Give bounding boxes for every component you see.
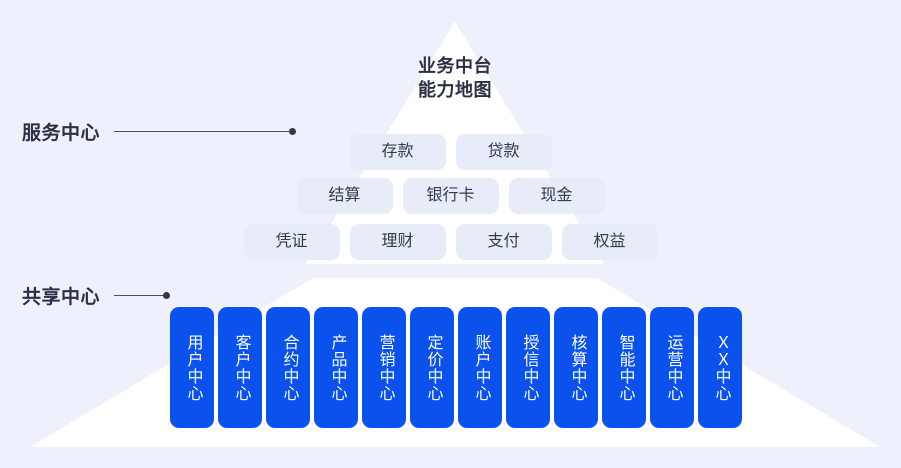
- shared-card-pricing[interactable]: 定价中心: [410, 307, 454, 428]
- shared-card-label: 营销中心: [376, 333, 394, 402]
- shared-card-intelligence[interactable]: 智能中心: [602, 307, 646, 428]
- title-line-2: 能力地图: [418, 80, 492, 100]
- shared-card-credit[interactable]: 授信中心: [506, 307, 550, 428]
- shared-card-label: 授信中心: [520, 333, 538, 402]
- leader-dot-icon: [163, 291, 171, 299]
- shared-card-product[interactable]: 产品中心: [314, 307, 358, 428]
- service-pill-licai[interactable]: 理财: [349, 224, 446, 260]
- shared-card-label: 账户中心: [472, 333, 490, 402]
- shared-card-label: 用户中心: [184, 333, 202, 402]
- shared-card-xx[interactable]: ＸＸ中心: [698, 307, 742, 428]
- shared-card-customer[interactable]: 客户中心: [218, 307, 262, 428]
- shared-center-card-list: 用户中心 客户中心 合约中心 产品中心 营销中心 定价中心 账户中心 授信中心 …: [170, 307, 742, 428]
- service-pill-xianjin[interactable]: 现金: [508, 178, 605, 214]
- shared-card-label: 核算中心: [568, 333, 586, 402]
- title-line-1: 业务中台: [418, 56, 492, 76]
- shared-card-label: 运营中心: [664, 333, 682, 402]
- annotation-service-label: 服务中心: [22, 122, 101, 144]
- shared-card-label: 产品中心: [328, 333, 346, 402]
- service-pill-quanyi[interactable]: 权益: [561, 224, 658, 260]
- service-pill-pingzheng[interactable]: 凭证: [243, 224, 340, 260]
- service-row-1: 存款 贷款: [0, 134, 901, 170]
- annotation-shared-center: 共享中心: [22, 283, 171, 308]
- service-row-2: 结算 银行卡 现金: [0, 178, 901, 214]
- service-pill-daikuan[interactable]: 贷款: [455, 134, 552, 170]
- service-pill-jiesuan[interactable]: 结算: [296, 178, 393, 214]
- service-pill-yinhangka[interactable]: 银行卡: [402, 178, 499, 214]
- shared-card-contract[interactable]: 合约中心: [266, 307, 310, 428]
- page-title: 业务中台 能力地图: [418, 54, 492, 102]
- shared-card-operations[interactable]: 运营中心: [650, 307, 694, 428]
- leader-dot-icon: [289, 127, 297, 135]
- service-pill-zhifu[interactable]: 支付: [455, 224, 552, 260]
- shared-card-account[interactable]: 账户中心: [458, 307, 502, 428]
- service-pill-cunkuan[interactable]: 存款: [349, 134, 446, 170]
- shared-card-user[interactable]: 用户中心: [170, 307, 214, 428]
- leader-line: [114, 294, 165, 296]
- leader-line: [114, 130, 291, 132]
- shared-card-label: 客户中心: [232, 333, 250, 402]
- shared-card-label: ＸＸ中心: [712, 333, 730, 402]
- shared-card-label: 定价中心: [424, 333, 442, 402]
- shared-card-marketing[interactable]: 营销中心: [362, 307, 406, 428]
- shared-card-accounting[interactable]: 核算中心: [554, 307, 598, 428]
- shared-card-label: 合约中心: [280, 333, 298, 402]
- service-row-3: 凭证 理财 支付 权益: [0, 224, 901, 260]
- shared-card-label: 智能中心: [616, 333, 634, 402]
- annotation-shared-label: 共享中心: [22, 286, 101, 308]
- annotation-service-center: 服务中心: [22, 119, 297, 144]
